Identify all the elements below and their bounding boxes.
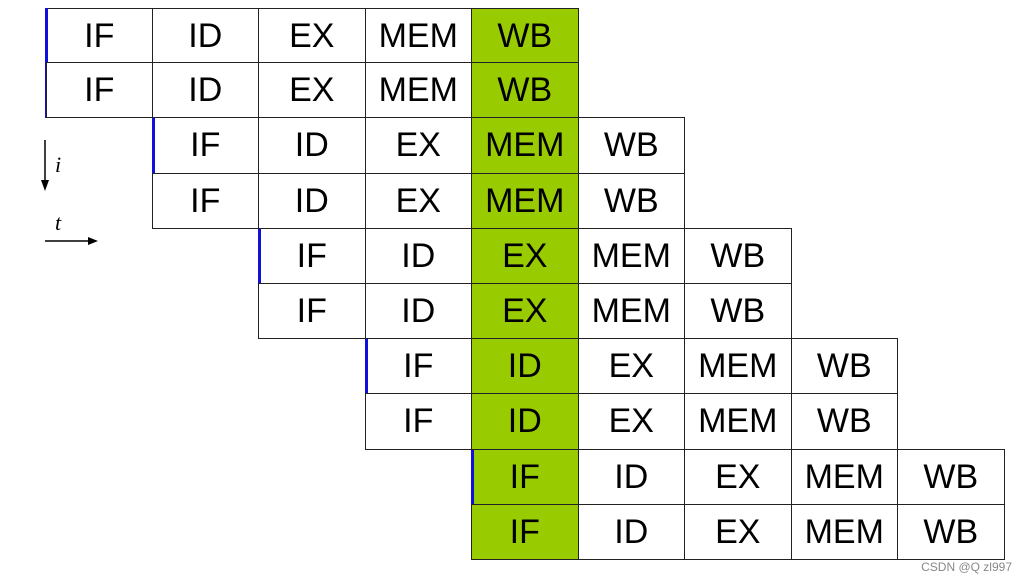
stage-cell-id: ID [577,503,685,560]
stage-cell-mem: MEM [577,227,685,284]
stage-cell-mem: MEM [471,117,579,174]
stage-cell-mem: MEM [364,8,472,64]
stage-cell-mem: MEM [577,283,685,340]
stage-cell-if: IF [364,393,472,450]
stage-cell-wb: WB [790,338,898,395]
stage-cell-id: ID [258,117,366,174]
stage-cell-mem: MEM [790,503,898,560]
stage-cell-ex: EX [577,393,685,450]
stage-cell-ex: EX [258,8,366,64]
stage-cell-wb: WB [684,227,792,284]
stage-cell-ex: EX [577,338,685,395]
stage-cell-if: IF [46,62,153,119]
stage-cell-mem: MEM [364,62,472,119]
stage-cell-mem: MEM [790,448,898,505]
stage-cell-wb: WB [684,283,792,340]
stage-cell-wb: WB [471,8,579,64]
stage-cell-id: ID [471,393,579,450]
stage-cell-ex: EX [258,62,366,119]
stage-cell-wb: WB [790,393,898,450]
stage-cell-id: ID [577,448,685,505]
stage-cell-if: IF [151,117,259,174]
stage-cell-id: ID [258,172,366,229]
stage-cell-id: ID [151,62,259,119]
stage-cell-wb: WB [577,172,685,229]
stage-cell-ex: EX [471,283,579,340]
stage-cell-if: IF [46,8,153,64]
stage-cell-if: IF [258,283,366,340]
stage-cell-wb: WB [897,503,1005,560]
horizontal-axis-label: t [55,210,62,235]
stage-cell-ex: EX [684,503,792,560]
stage-cell-if: IF [151,172,259,229]
stage-cell-if: IF [471,503,579,560]
stage-cell-mem: MEM [471,172,579,229]
stage-cell-id: ID [471,338,579,395]
vertical-arrowhead [41,180,49,191]
stage-cell-wb: WB [897,448,1005,505]
stage-cell-ex: EX [364,117,472,174]
vertical-axis-label: i [55,152,62,177]
stage-cell-if: IF [471,448,579,505]
stage-cell-if: IF [258,227,366,284]
stage-cell-mem: MEM [684,393,792,450]
stage-cell-wb: WB [577,117,685,174]
stage-cell-ex: EX [471,227,579,284]
horizontal-arrowhead [88,237,98,245]
footer-credit: CSDN @Q zl997 [921,560,1012,574]
